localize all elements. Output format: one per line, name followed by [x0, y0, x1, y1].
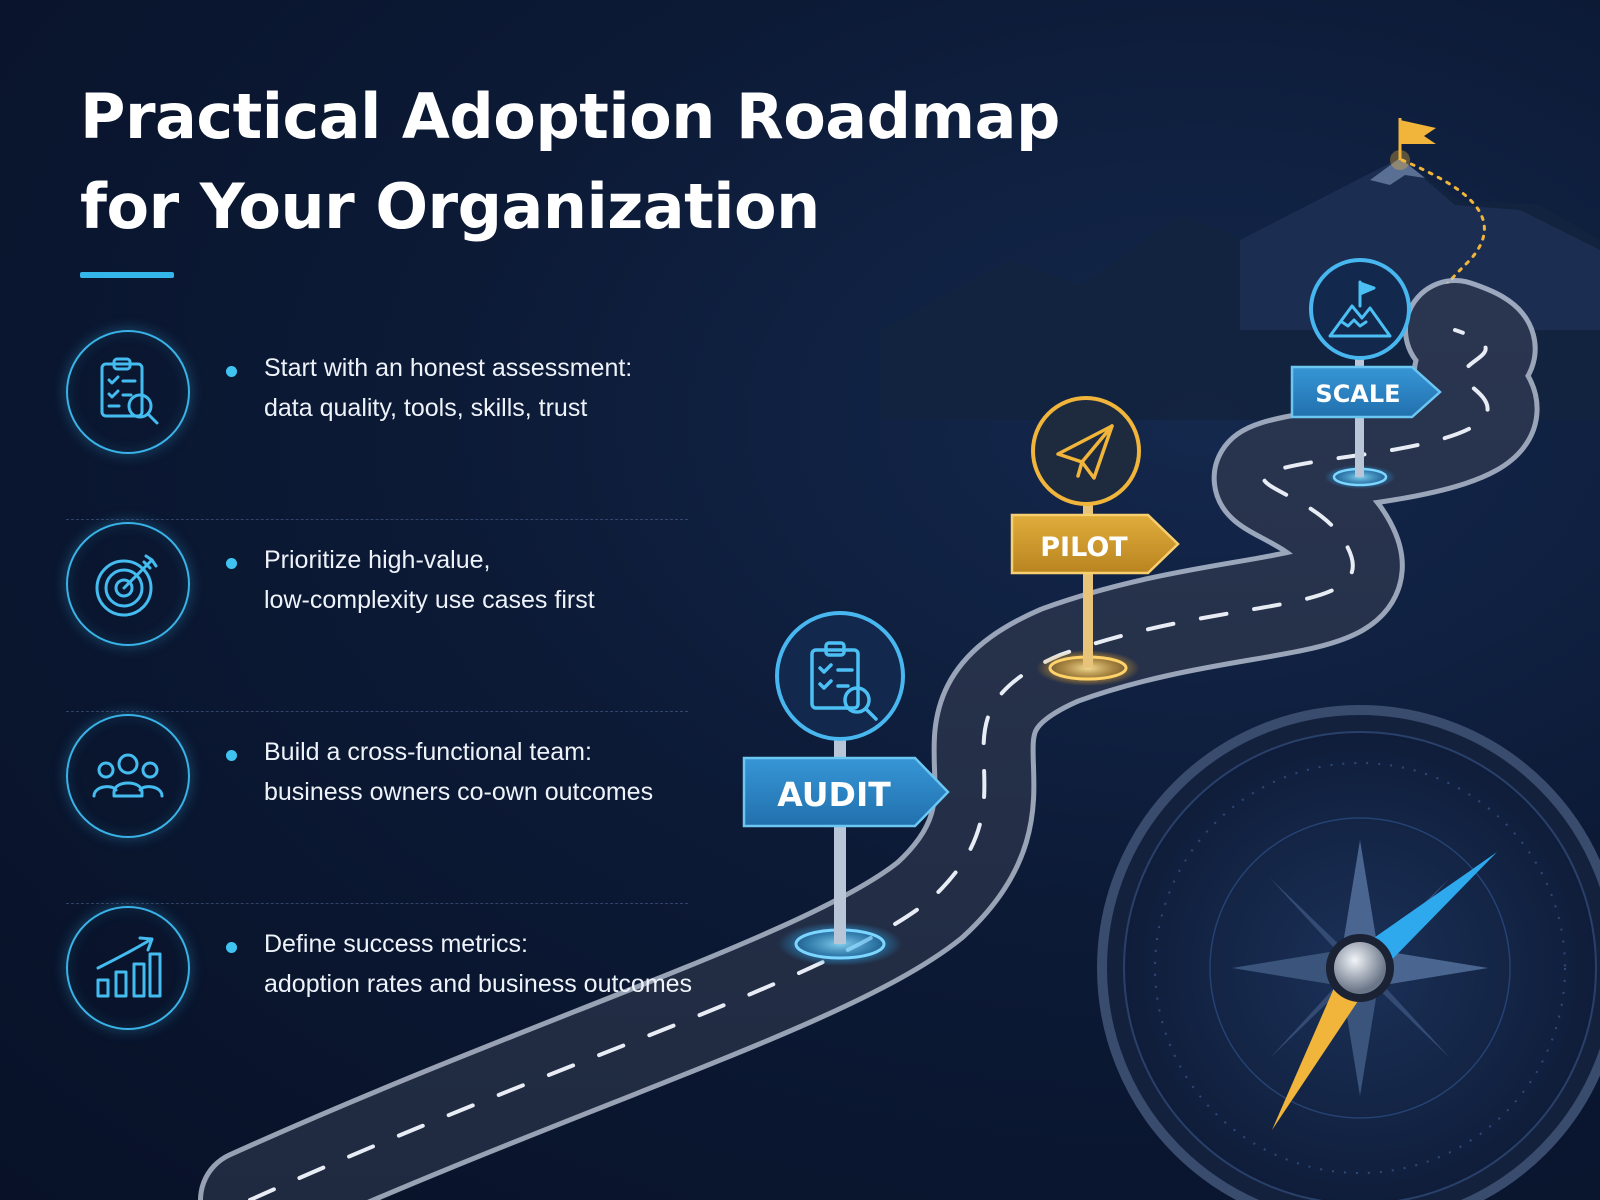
mountain-flag-icon	[1328, 280, 1392, 338]
step-line-2: business owners co-own outcomes	[264, 778, 654, 806]
bullet-dot	[226, 558, 237, 569]
step-divider	[66, 711, 688, 712]
step-prioritize: Prioritize high-value, low-complexity us…	[66, 520, 706, 712]
step-text: Start with an honest assessment: data qu…	[264, 348, 734, 428]
step-team: Build a cross-functional team: business …	[66, 712, 706, 904]
milestone-label: PILOT	[1040, 532, 1128, 563]
growth-chart-icon	[96, 936, 162, 998]
milestone-label: AUDIT	[777, 775, 891, 814]
step-badge	[66, 714, 190, 838]
step-badge	[66, 522, 190, 646]
roadmap-steps: Start with an honest assessment: data qu…	[66, 328, 706, 1096]
step-badge	[66, 330, 190, 454]
milestone-scale: SCALE	[1290, 258, 1442, 489]
step-divider	[66, 903, 688, 904]
step-line-1: Start with an honest assessment:	[264, 354, 633, 382]
step-line-1: Build a cross-functional team:	[264, 738, 592, 766]
milestone-label: SCALE	[1315, 380, 1400, 408]
paper-plane-icon	[1056, 424, 1114, 480]
step-line-1: Define success metrics:	[264, 930, 528, 958]
step-line-2: data quality, tools, skills, trust	[264, 394, 588, 422]
milestone-audit: AUDIT	[742, 611, 950, 966]
step-text: Prioritize high-value, low-complexity us…	[264, 540, 734, 620]
title-line-1: Practical Adoption Roadmap	[80, 80, 1060, 153]
page-title: Practical Adoption Roadmap for Your Orga…	[80, 72, 1060, 252]
milestone-pilot: PILOT	[1010, 396, 1180, 686]
step-line-2: low-complexity use cases first	[264, 586, 595, 614]
step-divider	[66, 519, 688, 520]
step-line-2: adoption rates and business outcomes	[264, 970, 693, 998]
team-icon	[92, 753, 164, 798]
step-text: Define success metrics: adoption rates a…	[264, 924, 734, 1004]
step-assessment: Start with an honest assessment: data qu…	[66, 328, 706, 520]
step-text: Build a cross-functional team: business …	[264, 732, 734, 812]
bullet-dot	[226, 750, 237, 761]
summit-flag-icon	[1390, 118, 1436, 170]
summit-trail	[1400, 158, 1486, 332]
clipboard-search-icon	[810, 641, 878, 721]
compass-icon	[1097, 705, 1600, 1200]
step-metrics: Define success metrics: adoption rates a…	[66, 904, 706, 1096]
title-line-2: for Your Organization	[80, 170, 820, 243]
target-arrow-icon	[95, 554, 158, 617]
bullet-dot	[226, 942, 237, 953]
step-badge	[66, 906, 190, 1030]
title-underline	[80, 272, 174, 278]
bullet-dot	[226, 366, 237, 377]
step-line-1: Prioritize high-value,	[264, 546, 491, 574]
clipboard-search-icon	[100, 357, 159, 425]
